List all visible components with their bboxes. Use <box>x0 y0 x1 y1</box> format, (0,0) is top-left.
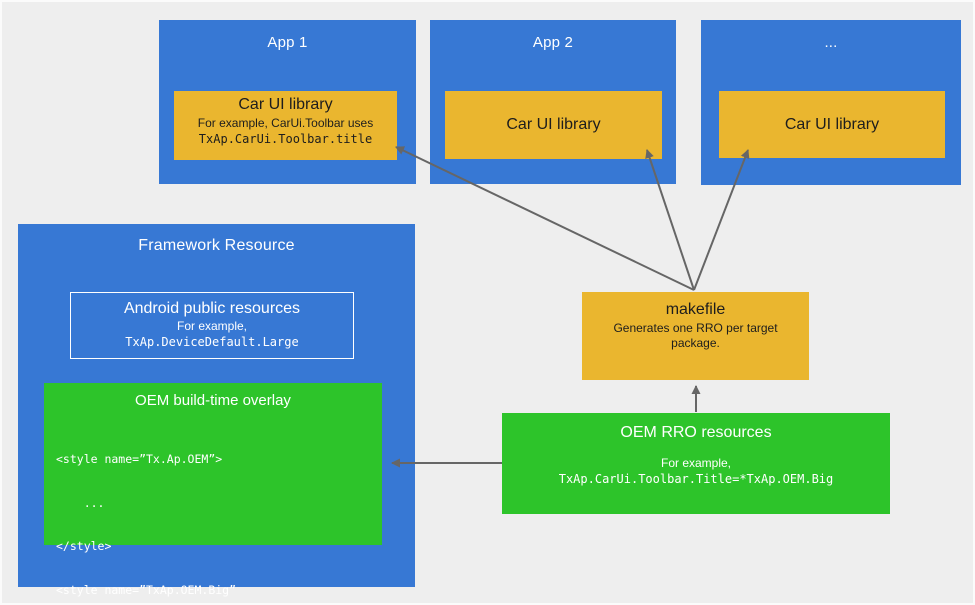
app1-carui-library-box: Car UI library For example, CarUi.Toolba… <box>174 91 397 160</box>
app-ellipsis-title: ... <box>824 34 838 51</box>
code-line: </style> <box>56 539 112 553</box>
oem-rro-resources-title: OEM RRO resources <box>620 424 772 441</box>
app1-box: App 1 Car UI library For example, CarUi.… <box>159 20 416 184</box>
app-ellipsis-box: ... Car UI library <box>701 20 961 185</box>
code-line: ... <box>56 495 105 510</box>
android-public-resources-box: Android public resources For example, Tx… <box>70 292 354 359</box>
android-public-resources-code: TxAp.DeviceDefault.Large <box>125 335 299 349</box>
app2-carui-library-box: Car UI library <box>445 91 662 159</box>
makefile-box: makefile Generates one RRO per target pa… <box>582 292 809 380</box>
app2-box: App 2 Car UI library <box>430 20 676 184</box>
oem-rro-resources-note: For example, <box>660 456 732 470</box>
carui-library-code: TxAp.CarUi.Toolbar.title <box>198 132 373 146</box>
android-public-resources-note: For example, <box>176 319 248 333</box>
app-ellipsis-carui-library-box: Car UI library <box>719 91 945 158</box>
carui-library-note: For example, CarUi.Toolbar uses <box>197 116 374 130</box>
android-public-resources-title: Android public resources <box>123 300 301 317</box>
framework-resource-title: Framework Resource <box>138 237 295 254</box>
oem-overlay-code-block: <style name=”Tx.Ap.OEM”> ... </style> <s… <box>56 423 382 603</box>
carui-library-title: Car UI library <box>506 116 601 133</box>
makefile-subtitle: Generates one RRO per target package. <box>613 321 778 350</box>
makefile-title: makefile <box>665 301 726 318</box>
oem-build-time-overlay-box: OEM build-time overlay <style name=”Tx.A… <box>44 383 382 597</box>
code-line: <style name=”TxAp.OEM.Big” <box>56 582 237 597</box>
carui-library-title: Car UI library <box>784 115 880 133</box>
app1-title: App 1 <box>267 34 308 51</box>
code-line: <style name=”Tx.Ap.OEM”> <box>56 452 223 466</box>
oem-rro-resources-code: TxAp.CarUi.Toolbar.Title=*TxAp.OEM.Big <box>558 472 834 486</box>
oem-rro-resources-box: OEM RRO resources For example, TxAp.CarU… <box>502 413 890 514</box>
oem-build-time-overlay-title: OEM build-time overlay <box>135 392 291 409</box>
app2-title: App 2 <box>532 34 574 51</box>
carui-library-title: Car UI library <box>238 96 333 113</box>
framework-resource-box: Framework Resource Android public resour… <box>18 224 415 597</box>
